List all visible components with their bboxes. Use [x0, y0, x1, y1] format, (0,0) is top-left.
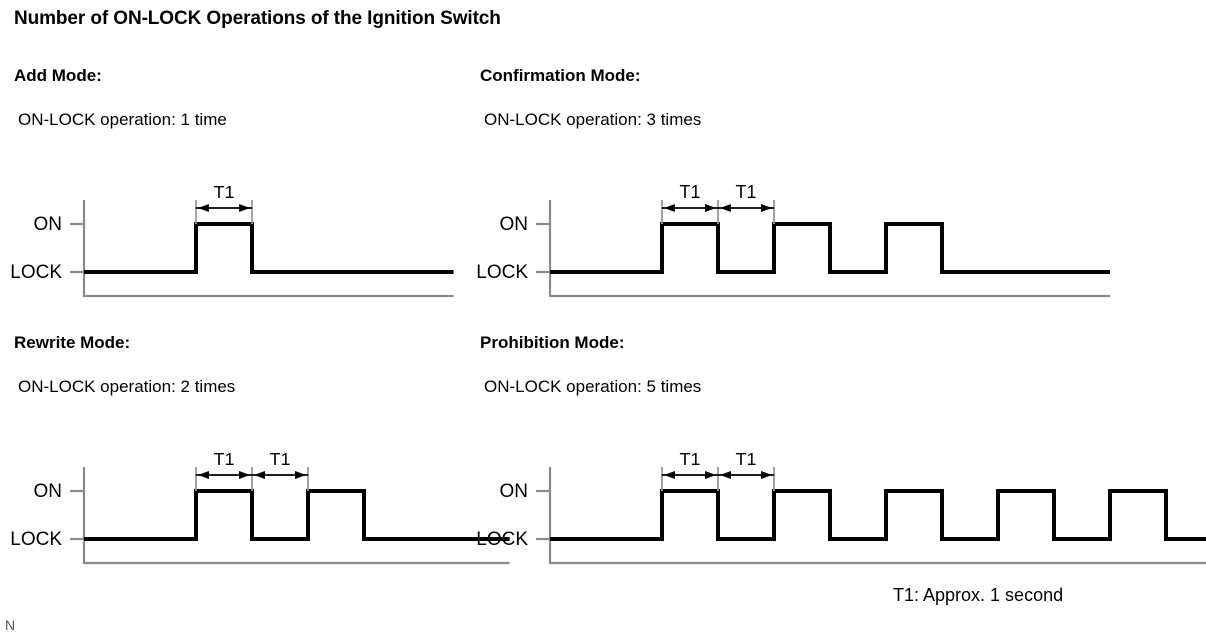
- level-label-lock: LOCK: [476, 262, 528, 283]
- dimension-arrow-right: [294, 471, 306, 480]
- dimension-label-t1: T1: [735, 182, 756, 202]
- dimension-label-t1: T1: [735, 449, 756, 469]
- panel-confirmation-mode: Confirmation Mode: ON-LOCK operation: 3 t…: [476, 66, 1126, 306]
- dimension-arrow-left: [664, 204, 675, 212]
- dimension-label-t1: T1: [213, 182, 234, 202]
- dimension-label-t1: T1: [679, 182, 700, 202]
- dimension-arrow-left: [719, 471, 731, 480]
- page-title: Number of ON-LOCK Operations of the Igni…: [14, 8, 501, 29]
- dimension-arrow-right: [238, 471, 250, 480]
- panel-heading-add-mode: Add Mode:: [14, 66, 102, 85]
- waveform-svg-add-mode: ON LOCK T1: [10, 182, 454, 298]
- dimension-arrow-right: [761, 204, 772, 212]
- dimension-label-t1: T1: [213, 449, 234, 469]
- chart-axis: [548, 200, 1110, 298]
- level-label-on: ON: [34, 214, 62, 235]
- chart-axis: [82, 200, 454, 298]
- panel-subtitle-rewrite-mode: ON-LOCK operation: 2 times: [18, 377, 236, 396]
- level-label-lock: LOCK: [10, 529, 62, 550]
- dimension-arrow-right: [760, 471, 772, 480]
- waveform-rewrite-mode: ON LOCK T1 T1: [10, 449, 526, 573]
- panel-subtitle-prohibition-mode: ON-LOCK operation: 5 times: [484, 377, 702, 396]
- panel-prohibition-mode: Prohibition Mode: ON-LOCK operation: 5 ti…: [476, 333, 1206, 573]
- chart-axis: [82, 467, 510, 565]
- panel-subtitle-add-mode: ON-LOCK operation: 1 time: [18, 110, 227, 129]
- signal-trace: [83, 222, 454, 274]
- dimension-label-t1: T1: [269, 449, 290, 469]
- panel-subtitle-confirmation-mode: ON-LOCK operation: 3 times: [484, 110, 702, 129]
- dimension-arrow-left: [663, 471, 675, 480]
- waveform-svg-prohibition-mode: ON LOCK T1 T1: [476, 449, 1206, 565]
- waveform-svg-confirmation-mode: ON LOCK T1 T1: [476, 182, 1110, 298]
- dimension-arrow-right: [238, 204, 250, 213]
- chart-axis: [548, 467, 1206, 565]
- dimension-arrow-left: [253, 471, 265, 480]
- panel-heading-confirmation-mode: Confirmation Mode:: [480, 66, 641, 85]
- waveform-svg-rewrite-mode: ON LOCK T1 T1: [10, 449, 510, 565]
- signal-trace: [550, 222, 1110, 274]
- waveform-add-mode: ON LOCK T1: [10, 182, 470, 306]
- panel-heading-prohibition-mode: Prohibition Mode:: [480, 333, 625, 352]
- level-label-lock: LOCK: [476, 529, 528, 550]
- level-label-on: ON: [500, 214, 529, 235]
- dimension-label-t1: T1: [679, 449, 700, 469]
- dimension-arrow-left: [720, 204, 731, 212]
- level-label-on: ON: [34, 481, 62, 502]
- level-label-lock: LOCK: [10, 262, 62, 283]
- level-label-on: ON: [500, 481, 528, 502]
- dimension-arrow-left: [197, 471, 209, 480]
- dimension-arrow-right: [705, 204, 716, 212]
- waveform-prohibition-mode: ON LOCK T1 T1: [476, 449, 1206, 573]
- signal-trace: [83, 489, 510, 541]
- panel-heading-rewrite-mode: Rewrite Mode:: [14, 333, 131, 352]
- corner-mark: N: [5, 617, 16, 633]
- signal-trace: [549, 489, 1206, 541]
- dimension-arrow-right: [704, 471, 716, 480]
- t1-footnote: T1: Approx. 1 second: [893, 585, 1064, 605]
- waveform-confirmation-mode: ON LOCK T1 T1: [476, 182, 1126, 306]
- dimension-arrow-left: [197, 204, 209, 213]
